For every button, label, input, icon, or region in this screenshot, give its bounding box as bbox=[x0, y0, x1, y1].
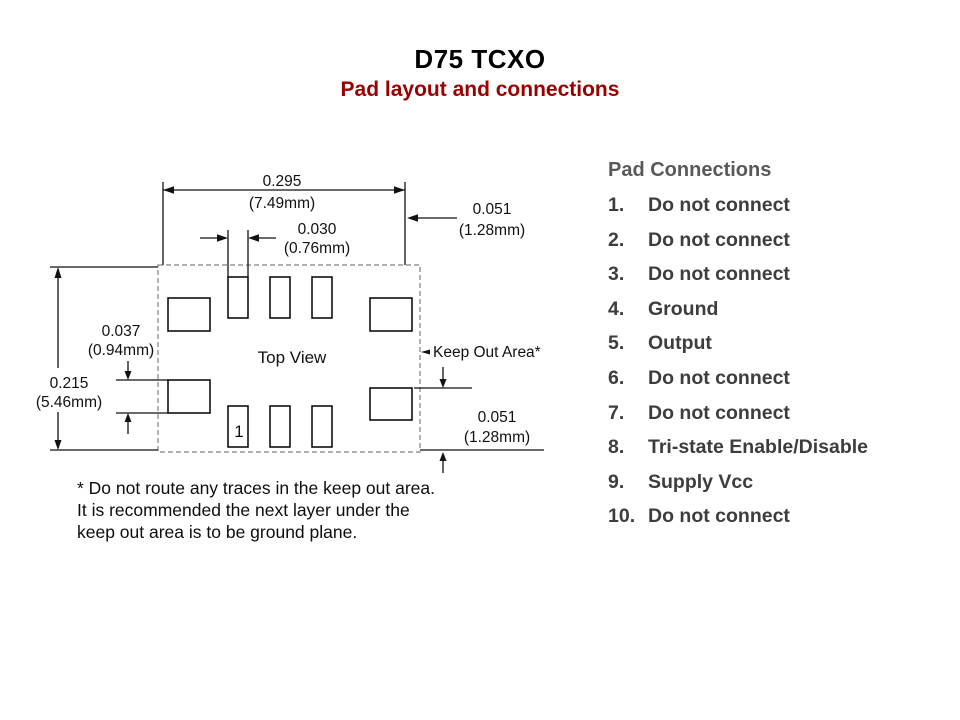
item-number: 1. bbox=[608, 194, 625, 216]
pad-top-left bbox=[167, 297, 211, 332]
item-label: Ground bbox=[648, 297, 719, 320]
arrow-left-icon bbox=[407, 214, 418, 222]
item-number: 10. bbox=[608, 505, 636, 528]
pad-connections-list: 1. Do not connect 2. Do not connect 3. D… bbox=[608, 194, 948, 540]
dim-offset-tr-mm: (1.28mm) bbox=[459, 222, 525, 239]
arrow-right-icon bbox=[394, 186, 405, 194]
pad-1-number: 1 bbox=[234, 422, 243, 441]
dim-offset-tr-inch: 0.051 bbox=[473, 201, 512, 218]
pad-bottom-right bbox=[369, 387, 413, 421]
item-label: Do not connect bbox=[648, 505, 790, 528]
page-subtitle: Pad layout and connections bbox=[340, 78, 620, 101]
arrow-right-icon bbox=[217, 234, 228, 242]
dim-height-mm: (5.46mm) bbox=[36, 394, 102, 411]
list-item: 8. Tri-state Enable/Disable bbox=[608, 436, 948, 471]
item-number: 3. bbox=[608, 263, 625, 286]
item-number: 7. bbox=[608, 401, 625, 424]
item-label: Output bbox=[648, 332, 712, 355]
item-label: Do not connect bbox=[648, 263, 790, 286]
list-item: 10. Do not connect bbox=[608, 505, 948, 540]
list-item: 7. Do not connect bbox=[608, 402, 948, 437]
dim-height-inch: 0.215 bbox=[50, 375, 89, 392]
arrow-down-icon bbox=[124, 371, 132, 380]
pad-bottom-left bbox=[167, 379, 211, 414]
item-number: 2. bbox=[608, 228, 625, 251]
keep-out-area-label: Keep Out Area* bbox=[433, 344, 541, 361]
footnote-line-2: It is recommended the next layer under t… bbox=[77, 500, 410, 520]
dim-offset-br-inch: 0.051 bbox=[478, 409, 517, 426]
arrow-up-icon bbox=[439, 452, 447, 461]
list-item: 5. Output bbox=[608, 332, 948, 367]
dim-width-inch: 0.295 bbox=[263, 173, 302, 190]
pad-small-top-2 bbox=[269, 276, 291, 319]
list-item: 2. Do not connect bbox=[608, 229, 948, 264]
arrow-left-icon bbox=[248, 234, 259, 242]
item-number: 8. bbox=[608, 436, 625, 459]
item-number: 6. bbox=[608, 366, 625, 389]
pad-small-top-1 bbox=[227, 276, 249, 319]
list-item: 3. Do not connect bbox=[608, 263, 948, 298]
dim-width-mm: (7.49mm) bbox=[249, 195, 315, 212]
pad-small-bottom-1 bbox=[227, 405, 249, 448]
page-title: D75 TCXO bbox=[414, 44, 546, 74]
arrow-down-icon bbox=[439, 379, 447, 388]
pad-layout-diagram: 1 Top View 0.295 (7.49mm) 0.051 (1.28mm)… bbox=[36, 173, 544, 473]
item-label: Do not connect bbox=[648, 228, 790, 251]
list-item: 1. Do not connect bbox=[608, 194, 948, 229]
arrow-left-icon bbox=[421, 349, 430, 355]
pad-connections-heading: Pad Connections bbox=[608, 159, 772, 181]
list-item: 4. Ground bbox=[608, 298, 948, 333]
dim-pad-height-mm: (0.94mm) bbox=[88, 342, 154, 359]
top-view-label: Top View bbox=[258, 348, 327, 367]
keep-out-area-outline bbox=[157, 264, 421, 453]
item-number: 9. bbox=[608, 470, 625, 493]
arrow-up-icon bbox=[54, 267, 62, 278]
pad-connections-panel: Pad Connections 1. Do not connect 2. Do … bbox=[608, 159, 948, 540]
item-label: Do not connect bbox=[648, 401, 790, 424]
item-label: Tri-state Enable/Disable bbox=[648, 436, 868, 459]
item-label: Do not connect bbox=[648, 366, 790, 389]
arrow-left-icon bbox=[163, 186, 174, 194]
item-label: Supply Vcc bbox=[648, 470, 754, 493]
keep-out-footnote: * Do not route any traces in the keep ou… bbox=[77, 477, 435, 543]
list-item: 6. Do not connect bbox=[608, 367, 948, 402]
pad-small-bottom-3 bbox=[311, 405, 333, 448]
dim-pad-height-inch: 0.037 bbox=[102, 323, 141, 340]
pad-small-bottom-2 bbox=[269, 405, 291, 448]
item-label: Do not connect bbox=[648, 194, 790, 216]
dim-pad-width-mm: (0.76mm) bbox=[284, 240, 350, 257]
footnote-line-1: * Do not route any traces in the keep ou… bbox=[77, 478, 435, 498]
footnote-line-3: keep out area is to be ground plane. bbox=[77, 522, 358, 542]
list-item: 9. Supply Vcc bbox=[608, 471, 948, 506]
pad-small-top-3 bbox=[311, 276, 333, 319]
item-number: 5. bbox=[608, 332, 625, 355]
arrow-down-icon bbox=[54, 440, 62, 450]
dim-offset-br-mm: (1.28mm) bbox=[464, 429, 530, 446]
arrow-up-icon bbox=[124, 413, 132, 422]
item-number: 4. bbox=[608, 297, 625, 320]
dim-pad-width-inch: 0.030 bbox=[298, 221, 337, 238]
pad-top-right bbox=[369, 297, 413, 332]
